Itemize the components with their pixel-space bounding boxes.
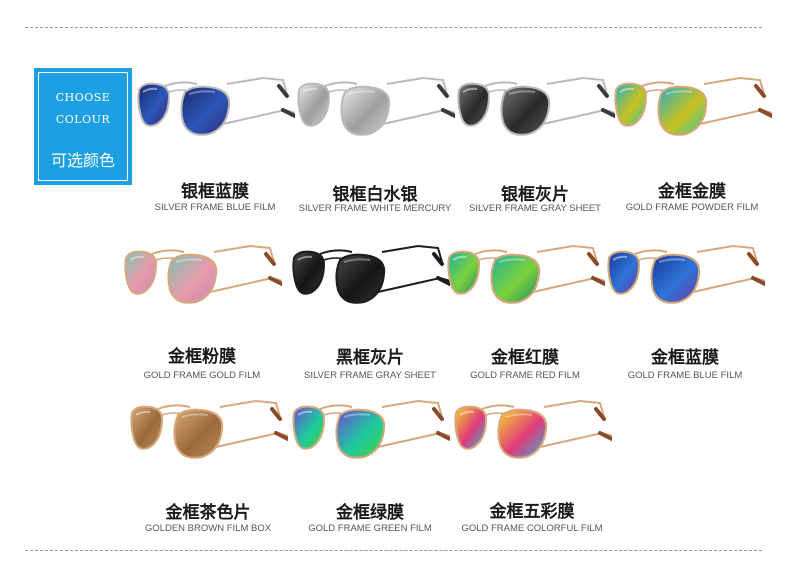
variant-name-cn: 金框茶色片 xyxy=(165,503,251,523)
variant-item[interactable]: 黑框灰片 SILVER FRAME GRAY SHEET xyxy=(290,240,450,395)
variant-name-cn: 黑框灰片 xyxy=(336,348,404,368)
sunglasses-image xyxy=(447,244,605,304)
variant-name-cn: 金框粉膜 xyxy=(168,347,236,367)
variant-name-en: GOLD FRAME RED FILM xyxy=(470,370,580,381)
choose-colour-cn-label: 可选颜色 xyxy=(50,151,115,170)
variant-name-en: SILVER FRAME GRAY SHEET xyxy=(304,370,436,381)
sunglasses-image xyxy=(454,399,612,459)
colour-label: COLOUR xyxy=(55,113,111,126)
sunglasses-image xyxy=(292,244,450,304)
variant-name-cn: 金框五彩膜 xyxy=(489,502,575,522)
variant-name-en: GOLD FRAME GREEN FILM xyxy=(308,523,432,534)
variant-name-en: GOLD FRAME POWDER FILM xyxy=(625,202,759,213)
choose-label: CHOOSE xyxy=(55,91,111,104)
variant-name-en: GOLD FRAME COLORFUL FILM xyxy=(461,523,603,534)
sunglasses-image xyxy=(130,399,288,459)
sunglasses-image xyxy=(457,76,615,136)
sunglasses-image xyxy=(137,76,295,136)
variant-name-cn: 银框灰片 xyxy=(501,185,569,205)
sunglasses-image xyxy=(297,76,455,136)
top-divider xyxy=(25,27,762,28)
variant-item[interactable]: 金框红膜 GOLD FRAME RED FILM xyxy=(445,240,605,395)
variant-name-cn: 金框绿膜 xyxy=(336,503,404,523)
sunglasses-image xyxy=(607,244,765,304)
choose-colour-frame: CHOOSE COLOUR 可选颜色 xyxy=(38,72,128,181)
variant-item[interactable]: 金框粉膜 GOLD FRAME GOLD FILM xyxy=(122,240,282,395)
variant-item[interactable]: 金框蓝膜 GOLD FRAME BLUE FILM xyxy=(605,240,765,395)
variant-name-cn: 金框金膜 xyxy=(658,182,726,202)
choose-colour-badge: CHOOSE COLOUR 可选颜色 xyxy=(34,68,132,185)
variant-name-en: SILVER FRAME WHITE MERCURY xyxy=(298,203,452,214)
variant-name-cn: 金框红膜 xyxy=(491,348,559,368)
variant-name-en: GOLDEN BROWN FILM BOX xyxy=(144,523,272,534)
variant-name-en: SILVER FRAME BLUE FILM xyxy=(154,202,276,213)
variant-name-cn: 银框蓝膜 xyxy=(181,182,249,202)
sunglasses-image xyxy=(292,399,450,459)
bottom-divider xyxy=(25,550,762,551)
variant-name-cn: 金框蓝膜 xyxy=(651,348,719,368)
variant-name-cn: 银框白水银 xyxy=(332,185,418,205)
sunglasses-image xyxy=(124,244,282,304)
sunglasses-image xyxy=(614,76,772,136)
variant-name-en: SILVER FRAME GRAY SHEET xyxy=(469,203,601,214)
variant-name-en: GOLD FRAME GOLD FILM xyxy=(143,370,261,381)
variant-name-en: GOLD FRAME BLUE FILM xyxy=(627,370,743,381)
